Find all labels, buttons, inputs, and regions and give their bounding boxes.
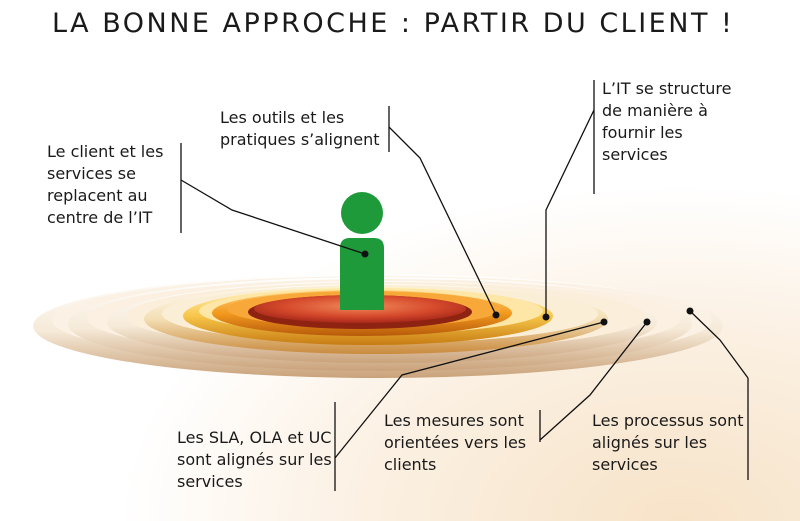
person-icon — [340, 192, 384, 310]
label-outils-line: Les outils et les — [220, 108, 345, 127]
label-client-line: replacent au — [47, 186, 148, 205]
label-client: Le client et les services se replacent a… — [47, 141, 163, 229]
label-client-line: centre de l’IT — [47, 208, 153, 227]
label-sla-line: sont alignés sur les — [177, 450, 332, 469]
label-client-line: services se — [47, 164, 136, 183]
dot-outils — [492, 311, 500, 319]
dot-client — [361, 250, 369, 258]
leader-outils — [388, 126, 497, 316]
label-outils: Les outils et les pratiques s’alignent — [220, 107, 380, 151]
dot-processus — [686, 307, 694, 315]
label-mesures-line: Les mesures sont — [384, 411, 524, 430]
label-it-line: services — [602, 145, 668, 164]
dot-it — [542, 313, 550, 321]
label-sla-line: services — [177, 472, 243, 491]
page-title: LA BONNE APPROCHE : PARTIR DU CLIENT ! — [52, 8, 735, 39]
leader-sla — [334, 321, 605, 459]
leader-it — [545, 109, 595, 317]
label-processus-line: alignés sur les — [592, 433, 708, 452]
label-it: L’IT se structure de manière à fournir l… — [602, 78, 731, 166]
label-client-line: Le client et les — [47, 142, 164, 161]
label-mesures-line: orientées vers les — [384, 433, 527, 452]
label-processus-line: Les processus sont — [592, 411, 744, 430]
dot-mesures — [643, 318, 651, 326]
label-processus-line: services — [592, 455, 658, 474]
label-mesures: Les mesures sont orientées vers les clie… — [384, 410, 526, 476]
label-it-line: L’IT se structure — [602, 79, 732, 98]
label-it-line: fournir les — [602, 123, 683, 142]
label-outils-line: pratiques s’alignent — [220, 130, 380, 149]
label-mesures-line: clients — [384, 455, 437, 474]
label-sla-line: Les SLA, OLA et UC — [177, 428, 332, 447]
leader-client — [180, 179, 366, 255]
leader-mesures — [539, 321, 648, 441]
label-processus: Les processus sont alignés sur les servi… — [592, 410, 743, 476]
leader-processus — [689, 310, 749, 379]
label-sla: Les SLA, OLA et UC sont alignés sur les … — [177, 427, 332, 493]
dot-sla — [600, 318, 608, 326]
label-it-line: de manière à — [602, 101, 708, 120]
